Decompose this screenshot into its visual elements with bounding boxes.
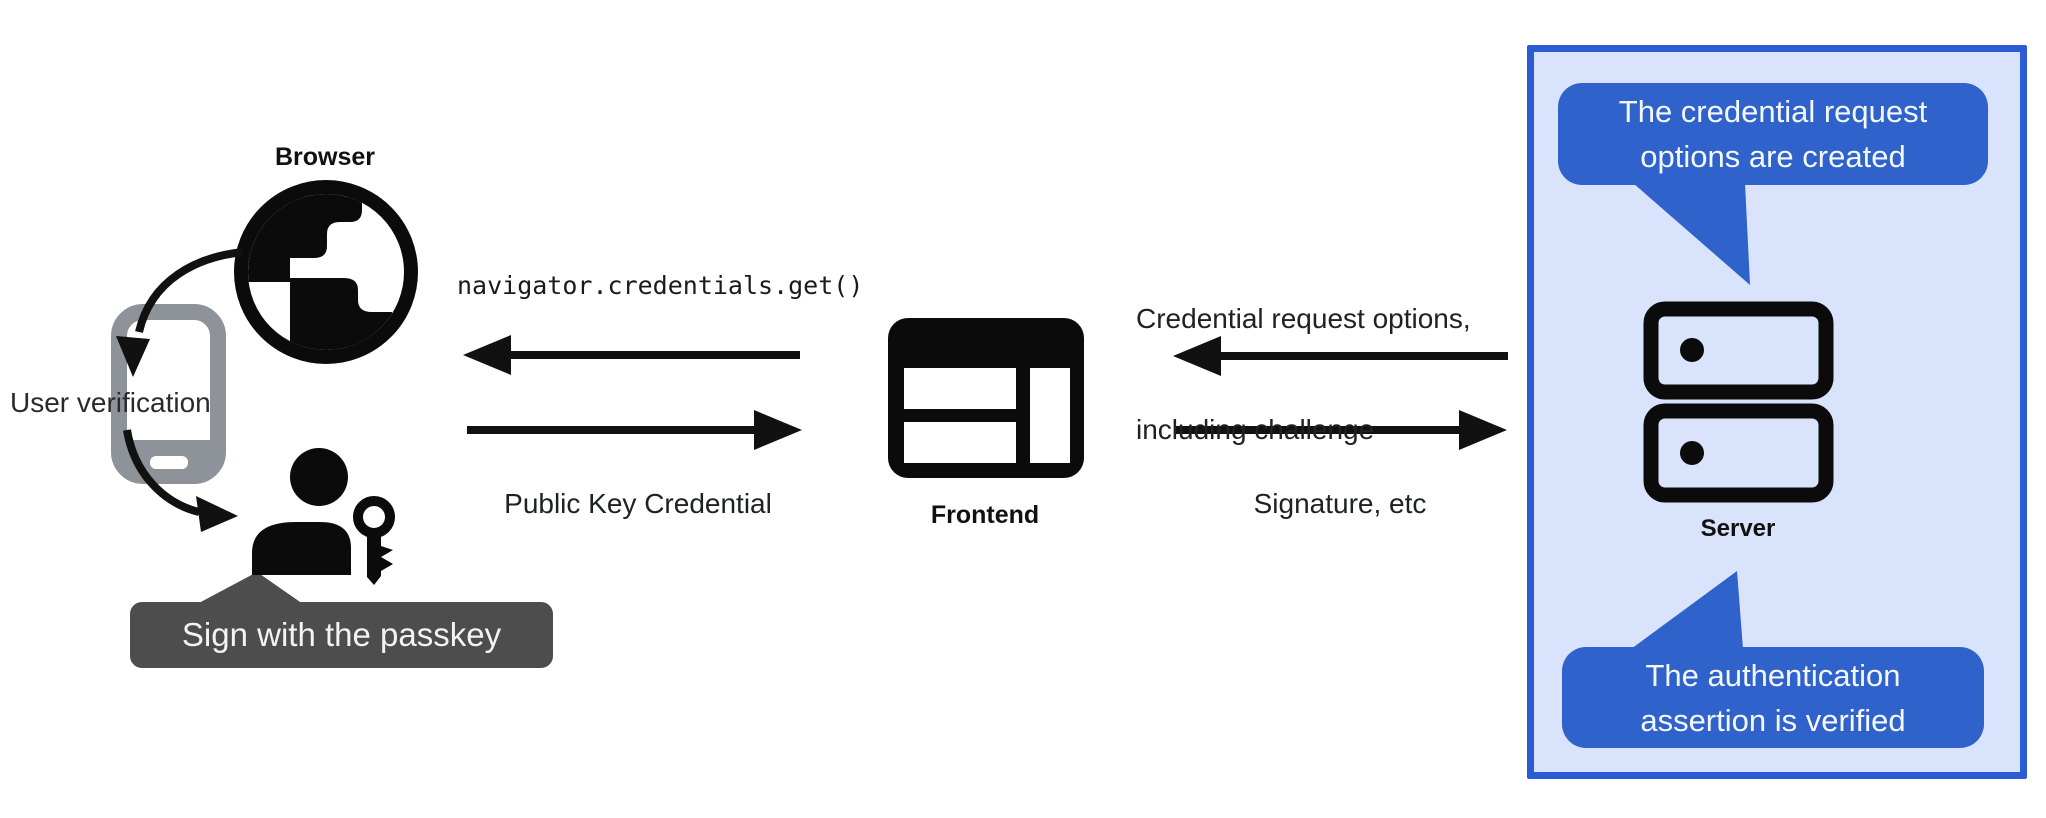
globe-icon [234, 180, 418, 364]
server-bottom-callout-line2: assertion is verified [1640, 702, 1906, 738]
bottom-callout-tail [1631, 571, 1743, 649]
server-bottom-callout-line1: The authentication [1645, 657, 1901, 693]
curved-arrow-phone-to-user [123, 429, 238, 532]
passkey-tooltip-text: Sign with the passkey [181, 616, 502, 653]
credential-request-options-line2: including challenge [1136, 414, 1375, 445]
top-callout-tail [1633, 183, 1750, 285]
server-bottom-callout: The authentication assertion is verified [1562, 647, 1984, 748]
user-verification-label: User verification [10, 387, 211, 418]
credential-request-options-line1: Credential request options, [1136, 303, 1471, 334]
passkey-tooltip: Sign with the passkey [130, 602, 553, 668]
credential-request-options-message: Credential request options, including ch… [1136, 226, 1471, 522]
server-top-callout-line1: The credential request [1618, 94, 1928, 129]
smartphone-icon [111, 304, 226, 484]
frontend-label: Frontend [930, 501, 1040, 529]
navigator-credentials-get-message: navigator.credentials.get() [457, 271, 864, 300]
browser-label: Browser [274, 143, 376, 171]
signature-message: Signature, etc [1253, 488, 1427, 519]
key-icon [353, 496, 395, 585]
server-top-callout: The credential request options are creat… [1558, 83, 1988, 185]
arrow-frontend-to-server [1174, 410, 1507, 450]
browser-window-icon [888, 318, 1084, 478]
arrow-server-to-frontend [1173, 336, 1508, 376]
server-top-callout-line2: options are created [1640, 139, 1906, 174]
server-label: Server [1700, 515, 1776, 542]
public-key-credential-message: Public Key Credential [504, 488, 772, 519]
person-with-passkey-icon [252, 448, 395, 585]
curved-arrow-browser-to-phone [116, 248, 244, 377]
arrow-frontend-to-browser [463, 335, 800, 375]
passkey-tooltip-tail [197, 572, 303, 604]
server-stack-icon [1643, 301, 1834, 503]
arrow-browser-to-frontend [467, 410, 802, 450]
